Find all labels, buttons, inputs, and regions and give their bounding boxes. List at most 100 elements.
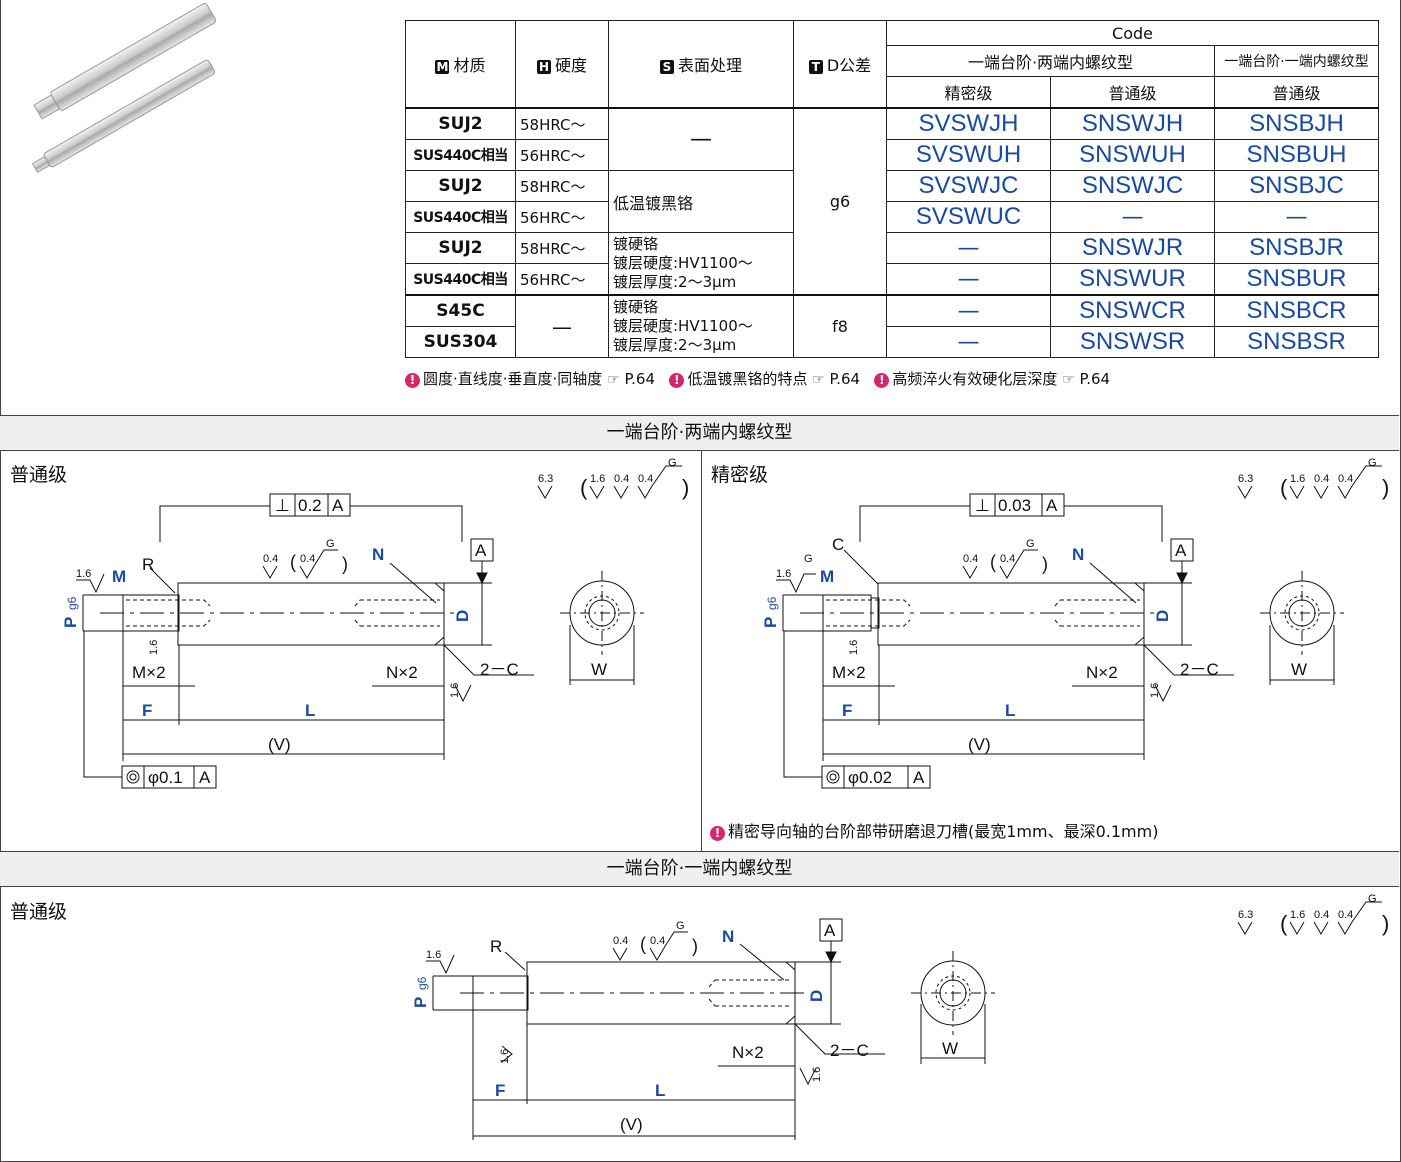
table-row: SUS304 — SNSWSR SNSBSR bbox=[405, 326, 1379, 358]
svg-text:0.4: 0.4 bbox=[1314, 909, 1329, 921]
svg-text:G: G bbox=[1026, 538, 1035, 550]
section-title-single: 一端台阶·一端内螺纹型 bbox=[0, 851, 1399, 887]
svg-text:0.03: 0.03 bbox=[998, 496, 1031, 515]
table-row: S45C — 镀硬铬 镀层硬度:HV1100～ 镀层厚度:2～3μm f8 — … bbox=[405, 294, 1379, 358]
svg-text:0.4: 0.4 bbox=[300, 553, 315, 565]
section-title-double: 一端台阶·两端内螺纹型 bbox=[0, 415, 1399, 451]
svg-text:0.4: 0.4 bbox=[1338, 473, 1353, 485]
note-ref[interactable]: P.64 bbox=[1079, 370, 1111, 388]
svg-text:0.4: 0.4 bbox=[614, 473, 629, 485]
svg-text:0.4: 0.4 bbox=[638, 473, 653, 485]
svg-text:W: W bbox=[942, 1039, 958, 1058]
svg-text:W: W bbox=[1291, 660, 1307, 679]
svg-text:C: C bbox=[832, 535, 844, 554]
svg-text:): ) bbox=[1382, 475, 1389, 500]
svg-text:L: L bbox=[655, 1081, 665, 1100]
table-row: SUJ2 58HRC～ 镀硬铬 镀层硬度:HV1100～ 镀层厚度:2～3μm … bbox=[405, 232, 1379, 296]
svg-text:F: F bbox=[842, 701, 852, 720]
drawing-double-normal: 6.3 ( 1.6 0.4 0.4 G ) ⊥ 0.2 A A R M N P … bbox=[61, 457, 689, 789]
note-link-roundness[interactable]: 圆度·直线度·垂直度·同轴度 bbox=[423, 370, 603, 388]
svg-text:A: A bbox=[1175, 541, 1187, 560]
svg-text:6.3: 6.3 bbox=[1238, 473, 1253, 485]
pointing-hand-icon: ☞ bbox=[607, 372, 620, 388]
svg-text:): ) bbox=[342, 554, 348, 574]
svg-text:A: A bbox=[199, 768, 211, 787]
svg-text:6.3: 6.3 bbox=[538, 473, 553, 485]
svg-text:2－C: 2－C bbox=[1180, 660, 1219, 679]
svg-text:M: M bbox=[112, 567, 126, 586]
note-ref[interactable]: P.64 bbox=[624, 370, 656, 388]
svg-text:): ) bbox=[1042, 554, 1048, 574]
note-link-hardening[interactable]: 高频淬火有效硬化层深度 bbox=[892, 370, 1058, 388]
svg-text:1.6: 1.6 bbox=[76, 568, 91, 580]
svg-text:(V): (V) bbox=[620, 1115, 643, 1134]
svg-text:): ) bbox=[692, 936, 698, 956]
svg-text:1.6: 1.6 bbox=[590, 473, 605, 485]
svg-text:φ0.02: φ0.02 bbox=[848, 768, 892, 787]
drawing-single-normal: 6.3 ( 1.6 0.4 0.4 G ) A R N P g6 D 0.4 (… bbox=[411, 893, 1389, 1140]
svg-text:0.2: 0.2 bbox=[298, 496, 322, 515]
header-type-double: 一端台阶·两端内螺纹型 bbox=[886, 45, 1215, 77]
svg-text:⊥: ⊥ bbox=[975, 496, 990, 515]
note-ref[interactable]: P.64 bbox=[829, 370, 861, 388]
svg-text:D: D bbox=[1153, 610, 1172, 622]
note-link-black-chrome[interactable]: 低温镀黑铬的特点 bbox=[687, 370, 808, 388]
svg-text:(: ( bbox=[1280, 475, 1288, 500]
label-precision: 精密级 bbox=[711, 464, 769, 486]
svg-text:(: ( bbox=[580, 475, 588, 500]
svg-text:W: W bbox=[591, 660, 607, 679]
svg-text:1.6: 1.6 bbox=[1290, 473, 1305, 485]
svg-text:M×2: M×2 bbox=[132, 663, 166, 682]
svg-text:φ0.1: φ0.1 bbox=[148, 768, 183, 787]
pointing-hand-icon: ☞ bbox=[812, 372, 825, 388]
svg-text:(: ( bbox=[990, 552, 996, 572]
label-normal-1: 普通级 bbox=[10, 464, 68, 486]
svg-text:L: L bbox=[1005, 701, 1015, 720]
svg-text:): ) bbox=[682, 475, 689, 500]
svg-text:1.6: 1.6 bbox=[148, 640, 160, 655]
notes-line: !圆度·直线度·垂直度·同轴度 ☞ P.64 !低温镀黑铬的特点 ☞ P.64 … bbox=[405, 368, 1110, 389]
svg-text:1.6: 1.6 bbox=[776, 568, 791, 580]
info-icon: ! bbox=[710, 826, 725, 841]
svg-text:(: ( bbox=[290, 552, 296, 572]
svg-text:M×2: M×2 bbox=[832, 663, 866, 682]
svg-text:1.6: 1.6 bbox=[426, 949, 441, 961]
svg-text:g6: g6 bbox=[415, 976, 429, 990]
svg-text:0.4: 0.4 bbox=[1338, 909, 1353, 921]
svg-text:G: G bbox=[676, 920, 685, 932]
svg-text:R: R bbox=[490, 937, 502, 956]
svg-text:N: N bbox=[722, 927, 734, 946]
svg-text:0.4: 0.4 bbox=[1000, 553, 1015, 565]
svg-text:(: ( bbox=[1280, 911, 1288, 936]
svg-text:g6: g6 bbox=[65, 596, 79, 610]
svg-text:F: F bbox=[142, 701, 152, 720]
svg-text:N×2: N×2 bbox=[1086, 663, 1118, 682]
svg-text:(: ( bbox=[640, 934, 646, 954]
svg-text:G: G bbox=[1368, 457, 1377, 469]
table-row: SUS440C相当 56HRC～ — SNSWUR SNSBUR bbox=[405, 263, 1379, 296]
table-row: SUS440C相当 56HRC～ SVSWUH SNSWUH SNSBUH bbox=[405, 139, 1379, 171]
pointing-hand-icon: ☞ bbox=[1062, 372, 1075, 388]
svg-text:G: G bbox=[804, 553, 813, 565]
svg-text:1.6: 1.6 bbox=[1149, 683, 1161, 698]
svg-text:M: M bbox=[820, 567, 834, 586]
svg-text:⊥: ⊥ bbox=[275, 496, 290, 515]
svg-text:L: L bbox=[305, 701, 315, 720]
svg-text:P: P bbox=[411, 997, 430, 1008]
header-normal-single: 普通级 bbox=[1214, 76, 1379, 109]
svg-text:6.3: 6.3 bbox=[1238, 909, 1253, 921]
svg-text:2－C: 2－C bbox=[480, 660, 519, 679]
svg-text:g6: g6 bbox=[765, 596, 779, 610]
svg-text:D: D bbox=[453, 610, 472, 622]
svg-text:F: F bbox=[495, 1081, 505, 1100]
svg-text:(V): (V) bbox=[968, 735, 991, 754]
svg-text:2－C: 2－C bbox=[830, 1041, 869, 1060]
svg-text:0.4: 0.4 bbox=[963, 553, 978, 565]
svg-text:N: N bbox=[372, 545, 384, 564]
svg-text:0.4: 0.4 bbox=[263, 553, 278, 565]
header-normal: 普通级 bbox=[1050, 76, 1215, 109]
